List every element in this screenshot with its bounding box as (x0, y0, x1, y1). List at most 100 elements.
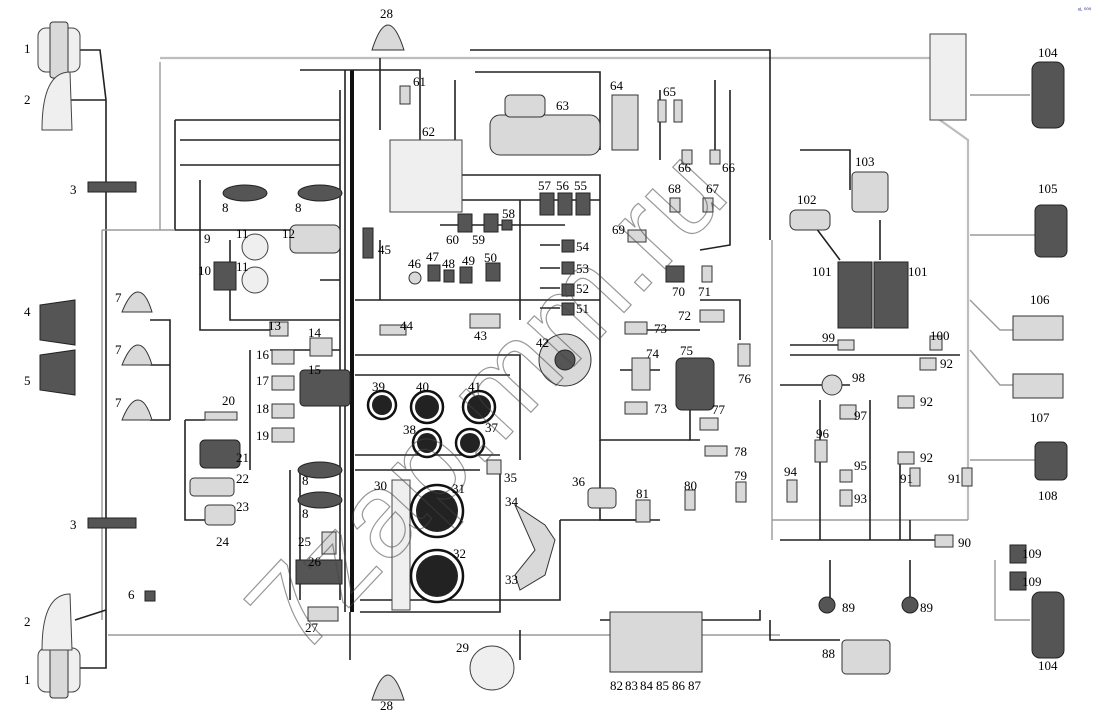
callout-3b: 3 (70, 517, 77, 532)
sensor-97 (839, 404, 857, 420)
lamp-109b (1009, 571, 1027, 591)
callout-62: 62 (422, 124, 435, 139)
callout-92a: 92 (940, 356, 953, 371)
sensor-100 (929, 335, 943, 351)
callout-92c: 92 (920, 450, 933, 465)
callout-96: 96 (816, 426, 830, 441)
callout-12: 12 (282, 226, 295, 241)
callout-93: 93 (854, 491, 867, 506)
pressure-gauge-1 (241, 233, 269, 261)
sensor-69 (627, 229, 647, 243)
callout-17: 17 (256, 373, 270, 388)
callout-33: 33 (505, 572, 518, 587)
sensor-92b (897, 395, 915, 409)
switch-46 (408, 271, 422, 285)
interior-lamp-4 (297, 491, 343, 509)
callout-104b: 104 (1038, 658, 1058, 673)
callout-106: 106 (1030, 292, 1050, 307)
callout-52: 52 (576, 281, 589, 296)
callout-23: 23 (236, 499, 249, 514)
sensor-61 (399, 85, 411, 105)
callout-7a: 7 (115, 290, 122, 305)
horn-top (39, 299, 76, 346)
sensor-unit (213, 261, 237, 291)
switch-19 (271, 427, 295, 443)
tachometer (409, 548, 465, 604)
switch-102 (789, 209, 831, 231)
canister-75 (675, 357, 715, 411)
pressure-gauge-2 (241, 266, 269, 294)
callout-83: 83 (625, 678, 638, 693)
sensor-66b (709, 149, 721, 165)
callout-69: 69 (612, 222, 625, 237)
relay-53 (561, 261, 575, 275)
sensor-80 (684, 489, 696, 511)
callout-3a: 3 (70, 182, 77, 197)
callout-47: 47 (426, 249, 440, 264)
callout-1b: 1 (24, 672, 31, 687)
fuse-rail-45 (362, 227, 374, 259)
fuse-box-26 (295, 559, 343, 585)
callout-86: 86 (672, 678, 686, 693)
callout-92b: 92 (920, 394, 933, 409)
callout-60: 60 (446, 232, 459, 247)
callout-35: 35 (504, 470, 517, 485)
callout-88: 88 (822, 646, 835, 661)
switch-58 (501, 219, 513, 231)
callout-26: 26 (308, 554, 322, 569)
sensor-76 (737, 343, 751, 367)
sensor-73a (624, 321, 648, 335)
beacon-bottom (371, 674, 405, 701)
sensor-92c (897, 451, 915, 465)
connector-106 (1012, 315, 1064, 341)
connector-27 (307, 606, 339, 622)
callout-95: 95 (854, 458, 867, 473)
sensor-94 (786, 479, 798, 503)
sensor-81 (635, 499, 651, 523)
battery-switch-103 (851, 171, 889, 213)
headlamp-top (37, 21, 81, 79)
sensor-90 (934, 534, 954, 548)
callout-16: 16 (256, 347, 270, 362)
callout-64: 64 (610, 78, 624, 93)
switch-48 (443, 269, 455, 283)
sensor-71 (701, 265, 713, 283)
sensor-92a (919, 357, 937, 371)
callout-97: 97 (854, 408, 868, 423)
callout-108: 108 (1038, 488, 1058, 503)
callout-91a: 91 (900, 471, 913, 486)
gauge-40 (409, 389, 445, 425)
starter-motor (489, 94, 601, 156)
callout-8c: 8 (302, 473, 309, 488)
callout-77: 77 (712, 402, 726, 417)
callout-49: 49 (462, 253, 475, 268)
callout-39: 39 (372, 379, 385, 394)
callout-8d: 8 (302, 506, 309, 521)
callout-76: 76 (738, 371, 752, 386)
callout-56: 56 (556, 178, 570, 193)
connector-107 (1012, 373, 1064, 399)
callout-71: 71 (698, 284, 711, 299)
callout-38: 38 (403, 422, 416, 437)
callout-55: 55 (574, 178, 587, 193)
lamp-105 (1034, 204, 1068, 258)
callout-66a: 66 (678, 160, 692, 175)
tail-lamp-bottom (1031, 591, 1065, 659)
sensor-95 (839, 469, 853, 483)
sensor-79 (735, 481, 747, 503)
callout-8b: 8 (295, 200, 302, 215)
callout-20: 20 (222, 393, 235, 408)
callout-74: 74 (646, 346, 660, 361)
callout-73a: 73 (654, 321, 667, 336)
corner-tag: ᵉᴸ ⁰⁰⁰ (1078, 7, 1092, 14)
gauge-41 (461, 389, 497, 425)
switch-55 (575, 192, 591, 216)
callout-54: 54 (576, 239, 590, 254)
tail-lamp-top (1031, 61, 1065, 129)
callout-29: 29 (456, 640, 469, 655)
callout-82: 82 (610, 678, 623, 693)
callout-66b: 66 (722, 160, 736, 175)
alternator (538, 333, 592, 387)
callout-53: 53 (576, 261, 589, 276)
battery-101b (873, 261, 909, 329)
